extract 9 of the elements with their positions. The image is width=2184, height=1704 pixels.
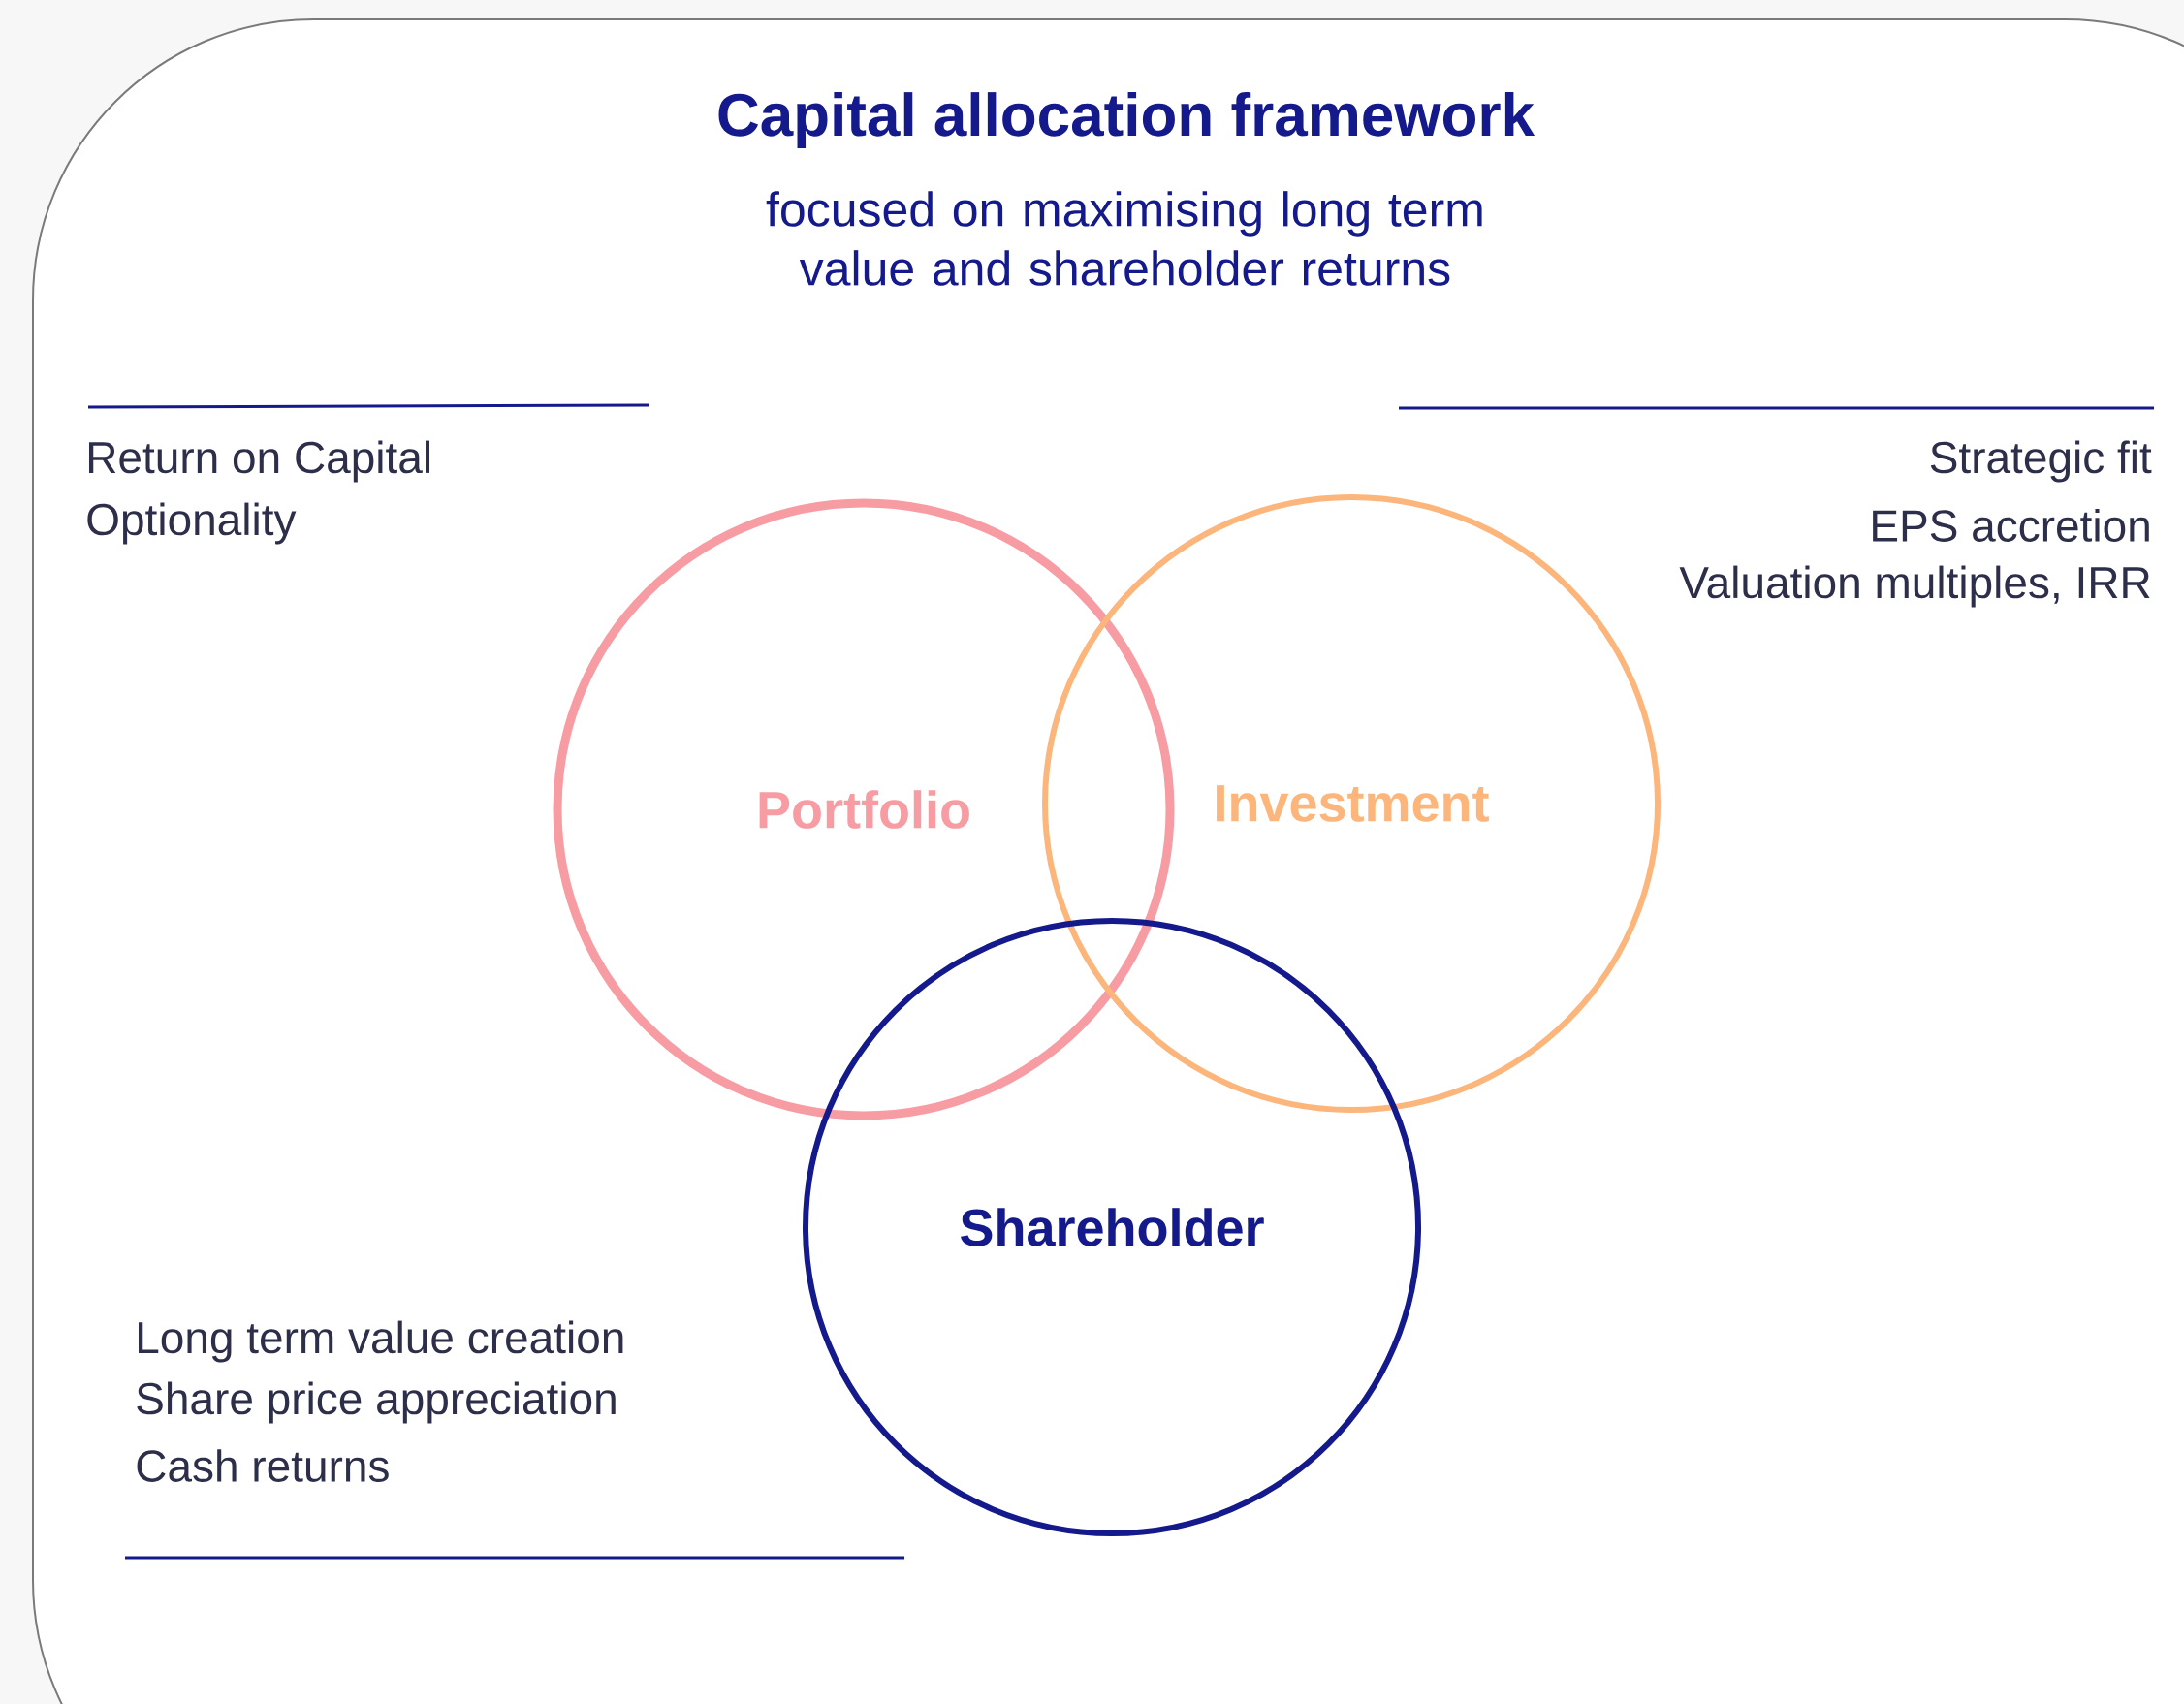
criteria-text: Cash returns	[137, 1449, 389, 1482]
criteria-text: Strategic fit	[1930, 440, 2152, 483]
subtitle: focused on maximising long term value and shareholder returns	[766, 191, 1482, 286]
criteria-text: Share price appreciation	[137, 1381, 616, 1424]
criteria-text: Long term value creation	[139, 1320, 623, 1363]
criteria-text: Optionality	[87, 502, 297, 545]
criteria-text: Return on Capital	[89, 440, 429, 483]
title: Capital allocation framework	[718, 92, 1535, 148]
criteria-text: EPS accretion	[1873, 509, 2149, 542]
